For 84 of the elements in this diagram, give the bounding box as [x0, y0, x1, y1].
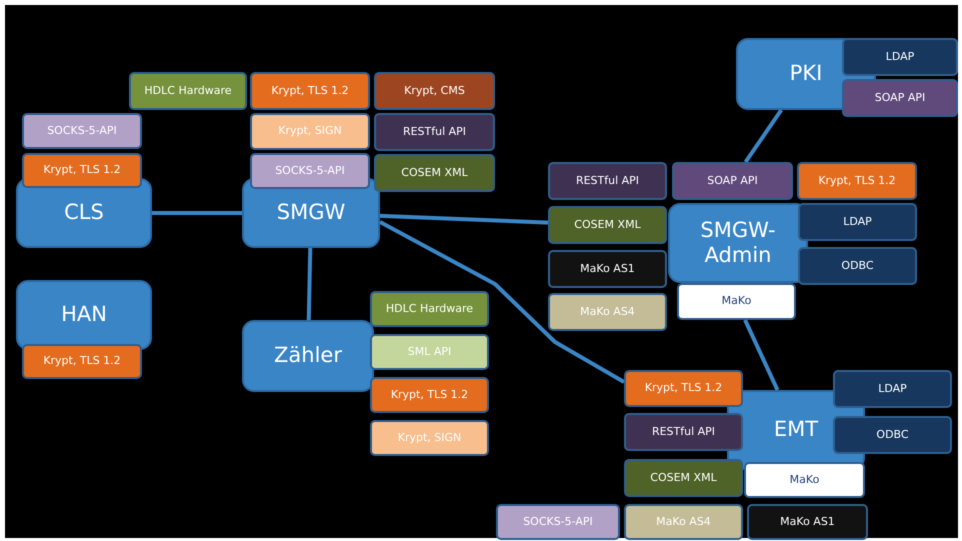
interface-label: MaKo AS1: [580, 262, 635, 276]
interface-box: [672, 162, 793, 200]
interface-label: MaKo: [790, 474, 820, 486]
interface-label: SOAP API: [874, 92, 926, 104]
interface-box: [624, 459, 743, 497]
interface-label: SOCKS-5-API: [523, 516, 593, 528]
interface-label: LDAP: [843, 216, 872, 228]
connector-line: [379, 220, 625, 384]
interface-label: MaKo AS1: [780, 516, 835, 528]
interface-label: Krypt, SIGN: [278, 125, 342, 138]
interface-box: [22, 113, 142, 149]
interface-box: [374, 154, 495, 192]
interface-label: HDLC Hardware: [386, 302, 474, 316]
interface-label: LDAP: [886, 50, 914, 64]
interface-box: [798, 247, 917, 285]
interface-box: [624, 413, 743, 451]
interface-box: [374, 72, 495, 110]
connector-line: [744, 108, 783, 164]
interface-box: [496, 504, 620, 540]
connector-line: [152, 211, 242, 215]
interface-label: HDLC Hardware: [144, 84, 232, 98]
interface-label: SOCKS-5-API: [275, 164, 345, 178]
interface-label: Krypt, TLS 1.2: [390, 388, 468, 402]
interface-box: [548, 250, 667, 288]
interface-box: [250, 72, 370, 110]
interface-box: [677, 283, 796, 320]
interface-label: COSEM XML: [650, 472, 717, 484]
interface-label: Krypt, TLS 1.2: [271, 84, 349, 98]
interface-box: [624, 370, 743, 407]
interface-box: [548, 162, 667, 200]
component-title: HAN: [61, 302, 107, 328]
component-title: SMGW- Admin: [699, 218, 777, 268]
connector-line: [306, 248, 312, 320]
connector-line: [743, 319, 780, 391]
interface-box: [842, 79, 958, 117]
interface-label: ODBC: [841, 260, 874, 272]
interface-label: Krypt, CMS: [404, 84, 465, 98]
interface-box: [833, 416, 952, 454]
interface-label: MaKo: [722, 295, 752, 308]
interface-box: [22, 344, 142, 379]
interface-label: COSEM XML: [401, 166, 468, 180]
connector-line: [380, 214, 548, 225]
component-title: SMGW: [276, 200, 346, 226]
interface-label: RESTful API: [576, 174, 640, 188]
component-title: PKI: [790, 61, 822, 87]
component-box: [242, 320, 374, 392]
component-box: [16, 280, 152, 350]
interface-box: [250, 113, 370, 150]
interface-box: [374, 113, 495, 151]
interface-box: [744, 462, 865, 498]
interface-label: Krypt, TLS 1.2: [43, 164, 121, 177]
interface-box: [370, 334, 489, 370]
interface-box: [370, 377, 489, 413]
interface-box: [548, 293, 667, 331]
interface-box: [624, 504, 743, 540]
interface-box: [797, 162, 917, 200]
interface-box: [747, 504, 868, 540]
interface-label: Krypt, TLS 1.2: [644, 382, 722, 395]
interface-box: [842, 38, 958, 76]
interface-box: [370, 291, 489, 327]
interface-label: RESTful API: [402, 126, 466, 138]
interface-box: [250, 153, 370, 189]
component-box: [668, 203, 808, 283]
interface-label: MaKo AS4: [656, 516, 711, 528]
interface-label: LDAP: [878, 382, 907, 396]
interface-label: SOCKS-5-API: [47, 124, 117, 138]
interface-label: Krypt, TLS 1.2: [818, 174, 896, 188]
interface-label: SML API: [408, 346, 452, 358]
component-title: EMT: [774, 417, 818, 443]
interface-box: [833, 370, 952, 408]
interface-box: [370, 420, 489, 456]
interface-label: MaKo AS4: [580, 306, 635, 318]
interface-label: SOAP API: [707, 174, 758, 188]
interface-box: [798, 203, 917, 241]
interface-box: [22, 153, 142, 188]
component-title: Zähler: [274, 343, 342, 369]
interface-box: [548, 206, 667, 244]
interface-label: ODBC: [876, 428, 909, 442]
interface-label: COSEM XML: [574, 218, 641, 232]
component-title: CLS: [64, 200, 104, 226]
interface-label: Krypt, SIGN: [398, 432, 462, 444]
interface-label: Krypt, TLS 1.2: [43, 355, 121, 368]
interface-box: [129, 72, 247, 110]
interface-label: RESTful API: [652, 426, 716, 438]
